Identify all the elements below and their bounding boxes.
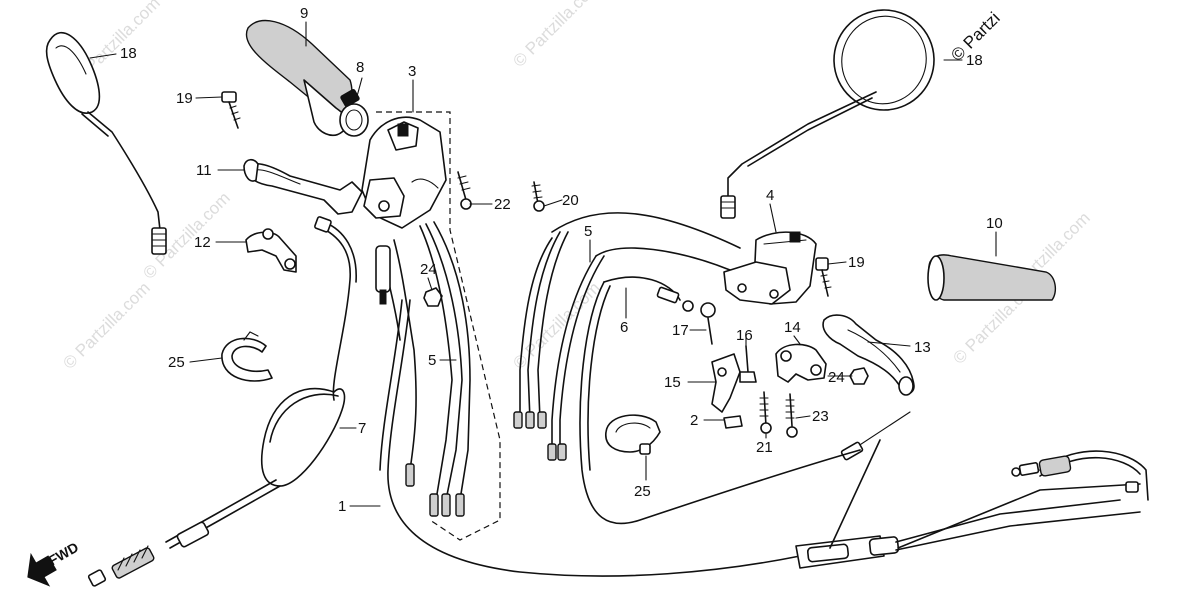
callout-13: 13 — [914, 339, 931, 356]
master-cylinder-holder — [775, 343, 827, 383]
watermark-2: © Partzilla.com — [509, 0, 603, 71]
callout-14: 14 — [784, 319, 801, 336]
clutch-cable — [87, 216, 357, 587]
callout-16: 16 — [736, 327, 753, 344]
callout-19-right: 19 — [848, 254, 865, 271]
left-switch-wires — [375, 221, 471, 517]
lever-clamp — [245, 228, 297, 273]
brake-switch-parts — [711, 345, 757, 429]
watermark-4: © Partzilla.com — [59, 278, 153, 372]
callout-labels: 9 8 3 18 18 19 11 22 20 12 24 25 5 7 1 5… — [120, 5, 1003, 515]
holder-bolts — [759, 391, 798, 438]
fwd-arrow-icon — [27, 552, 57, 587]
callout-12: 12 — [194, 234, 211, 251]
throttle-grip — [245, 19, 369, 137]
screws — [457, 171, 545, 212]
forward-direction-indicator: FWD — [27, 539, 82, 587]
callout-21: 21 — [756, 439, 773, 456]
nut-right — [849, 367, 869, 385]
clutch-lever — [243, 158, 363, 215]
callout-2: 2 — [690, 412, 698, 429]
left-mirror — [45, 32, 167, 255]
callout-24-left: 24 — [420, 261, 437, 278]
throttle-cable — [379, 299, 1149, 577]
callout-8: 8 — [356, 59, 364, 76]
nut-left — [423, 287, 443, 307]
callout-7: 7 — [358, 420, 366, 437]
callout-1: 1 — [338, 498, 346, 515]
callout-3: 3 — [408, 63, 416, 80]
right-switch-housing — [723, 231, 817, 305]
right-grip — [927, 254, 1057, 301]
fwd-label: FWD — [46, 539, 82, 569]
callout-24-right: 24 — [828, 369, 845, 386]
callout-25-left: 25 — [168, 354, 185, 371]
cable-clip-left — [221, 331, 273, 382]
callout-18-left: 18 — [120, 45, 137, 62]
callout-23: 23 — [812, 408, 829, 425]
callout-10: 10 — [986, 215, 1003, 232]
right-switch-wires — [513, 212, 861, 525]
right-mirror — [720, 9, 935, 219]
left-switch-housing — [361, 111, 501, 541]
callout-25-right: 25 — [634, 483, 651, 500]
callout-5-right: 5 — [584, 223, 592, 240]
callout-22: 22 — [494, 196, 511, 213]
callout-4: 4 — [766, 187, 774, 204]
front-brake-lever — [822, 314, 915, 396]
cable-clip-right — [605, 414, 661, 455]
callout-9: 9 — [300, 5, 308, 22]
leader-lines — [89, 21, 997, 507]
callout-15: 15 — [664, 374, 681, 391]
lever-pivot-screw — [700, 302, 716, 345]
callout-6: 6 — [620, 319, 628, 336]
callout-11: 11 — [196, 162, 212, 179]
callout-18-right: 18 — [966, 52, 983, 69]
callout-19-left: 19 — [176, 90, 193, 107]
callout-17: 17 — [672, 322, 689, 339]
callout-5-left: 5 — [428, 352, 436, 369]
callout-20: 20 — [562, 192, 579, 209]
mirror-bolt-left — [221, 91, 241, 129]
